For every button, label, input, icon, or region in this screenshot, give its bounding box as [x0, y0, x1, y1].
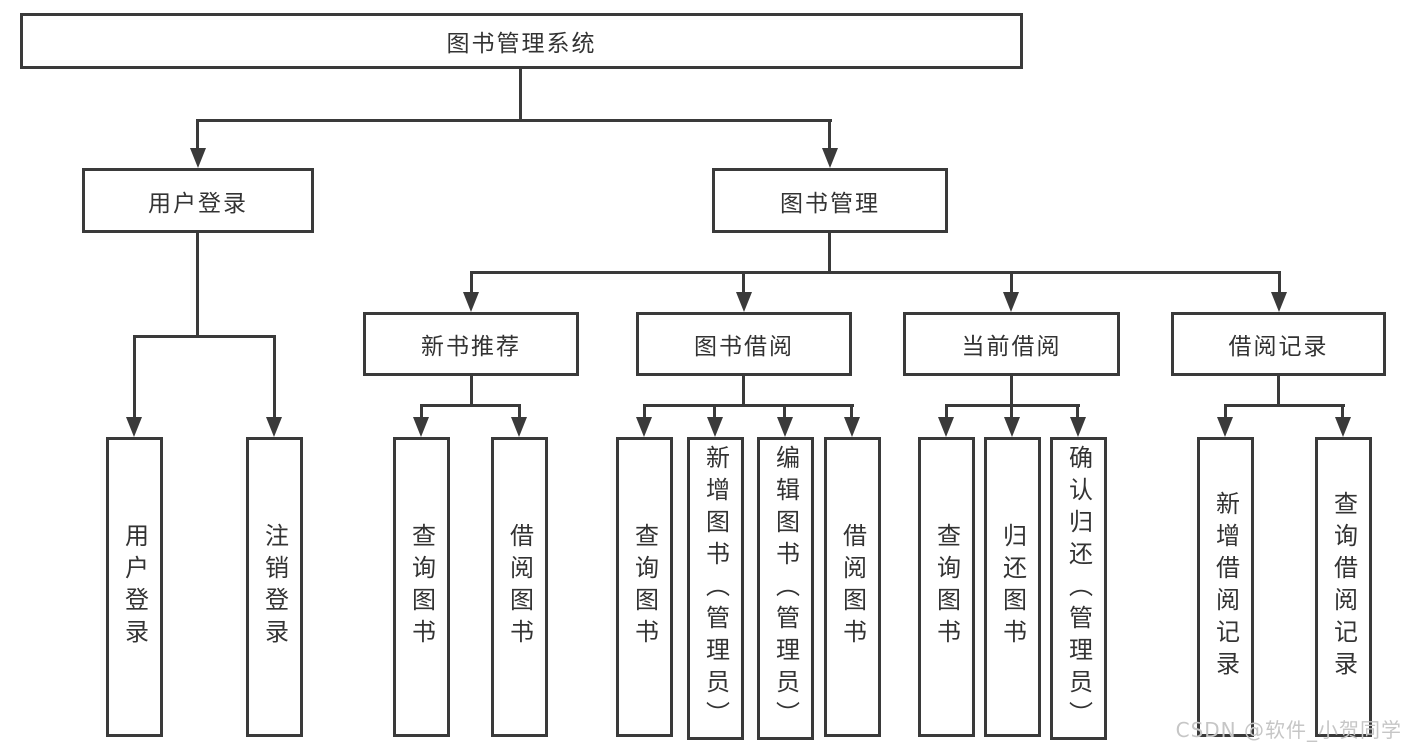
connector-drop-query-books-2: [643, 404, 646, 419]
connector-drop-borrow-books-2: [850, 404, 853, 419]
leaf-edit-book-admin-label: 编辑图书（管理员）: [771, 444, 800, 733]
connector-drop-leaf-user-login: [133, 335, 136, 419]
connector-drop-current-borrow: [1010, 271, 1013, 294]
node-borrow-records: 借阅记录: [1171, 312, 1386, 376]
leaf-query-borrow-record: 查询借阅记录: [1315, 437, 1372, 737]
leaf-user-login-label: 用户登录: [120, 523, 149, 651]
node-book-borrow-label: 图书借阅: [694, 334, 794, 360]
node-book-borrow: 图书借阅: [636, 312, 852, 376]
node-book-management-label: 图书管理: [780, 190, 880, 217]
connector-book-borrow-stem: [742, 376, 745, 407]
leaf-borrow-books-1: 借阅图书: [491, 437, 548, 737]
connector-user-login-stem: [196, 233, 199, 337]
node-current-borrow: 当前借阅: [903, 312, 1120, 376]
connector-book-borrow-hbar: [643, 404, 854, 407]
connector-drop-edit-book: [783, 404, 786, 419]
connector-drop-borrow-records: [1278, 271, 1281, 294]
arrowhead-confirm-return: [1070, 417, 1086, 437]
leaf-query-books-3-label: 查询图书: [932, 523, 961, 651]
connector-new-book-stem: [470, 376, 473, 407]
connector-level2-hbar: [470, 271, 1281, 274]
arrowhead-current-borrow: [1003, 292, 1019, 312]
connector-current-borrow-stem: [1010, 376, 1013, 407]
connector-user-login-hbar: [133, 335, 276, 338]
connector-drop-return-book: [1010, 404, 1013, 419]
leaf-borrow-books-2: 借阅图书: [824, 437, 881, 737]
leaf-add-book-admin-label: 新增图书（管理员）: [701, 444, 730, 733]
leaf-logout: 注销登录: [246, 437, 303, 737]
leaf-logout-label: 注销登录: [260, 523, 289, 651]
leaf-query-books-2-label: 查询图书: [630, 523, 659, 651]
node-new-book-recommend-label: 新书推荐: [421, 334, 521, 360]
connector-borrow-records-stem: [1277, 376, 1280, 407]
arrowhead-new-book: [463, 292, 479, 312]
arrowhead-query-books-2: [636, 417, 652, 437]
node-book-management: 图书管理: [712, 168, 948, 233]
connector-root-stem: [519, 68, 522, 121]
node-user-login-label: 用户登录: [148, 190, 248, 217]
connector-drop-add-record: [1224, 404, 1227, 419]
leaf-query-books-1-label: 查询图书: [407, 523, 436, 651]
connector-borrow-records-hbar: [1224, 404, 1345, 407]
arrowhead-return-book: [1004, 417, 1020, 437]
csdn-watermark: CSDN @软件_小贺同学: [1175, 718, 1402, 742]
leaf-confirm-return-admin-label: 确认归还（管理员）: [1064, 444, 1093, 733]
node-user-login: 用户登录: [82, 168, 314, 233]
leaf-add-book-admin: 新增图书（管理员）: [687, 437, 744, 740]
arrowhead-query-books-1: [413, 417, 429, 437]
connector-drop-query-record: [1341, 404, 1344, 419]
leaf-edit-book-admin: 编辑图书（管理员）: [757, 437, 814, 740]
arrowhead-leaf-user-login: [126, 417, 142, 437]
leaf-add-borrow-record: 新增借阅记录: [1197, 437, 1254, 737]
leaf-borrow-books-2-label: 借阅图书: [838, 523, 867, 651]
arrowhead-edit-book: [777, 417, 793, 437]
connector-drop-query-books-1: [420, 404, 423, 419]
leaf-user-login: 用户登录: [106, 437, 163, 737]
connector-drop-book-borrow: [742, 271, 745, 294]
arrowhead-query-record: [1335, 417, 1351, 437]
arrowhead-book-borrow: [736, 292, 752, 312]
arrowhead-borrow-books-2: [844, 417, 860, 437]
connector-level1-hbar: [197, 119, 832, 122]
leaf-query-books-3: 查询图书: [918, 437, 975, 737]
node-root-label: 图书管理系统: [446, 31, 597, 57]
leaf-add-borrow-record-label: 新增借阅记录: [1211, 491, 1240, 683]
connector-drop-borrow-books-1: [518, 404, 521, 419]
leaf-query-books-2: 查询图书: [616, 437, 673, 737]
connector-drop-new-book: [470, 271, 473, 294]
arrowhead-book-management: [822, 148, 838, 168]
arrowhead-add-record: [1217, 417, 1233, 437]
leaf-return-book-label: 归还图书: [998, 523, 1027, 651]
node-current-borrow-label: 当前借阅: [961, 334, 1062, 360]
arrowhead-borrow-books-1: [511, 417, 527, 437]
arrowhead-query-books-3: [938, 417, 954, 437]
connector-drop-book-management: [828, 119, 831, 150]
leaf-query-books-1: 查询图书: [393, 437, 450, 737]
leaf-query-borrow-record-label: 查询借阅记录: [1329, 491, 1358, 683]
connector-book-management-stem: [828, 233, 831, 273]
connector-drop-add-book: [713, 404, 716, 419]
node-new-book-recommend: 新书推荐: [363, 312, 579, 376]
leaf-confirm-return-admin: 确认归还（管理员）: [1050, 437, 1107, 740]
connector-drop-user-login: [196, 119, 199, 150]
connector-drop-confirm-return: [1076, 404, 1079, 419]
leaf-borrow-books-1-label: 借阅图书: [505, 523, 534, 651]
arrowhead-leaf-logout: [266, 417, 282, 437]
arrowhead-borrow-records: [1271, 292, 1287, 312]
connector-drop-leaf-logout: [273, 335, 276, 419]
node-root: 图书管理系统: [20, 13, 1023, 69]
arrowhead-user-login: [190, 148, 206, 168]
connector-new-book-hbar: [420, 404, 521, 407]
arrowhead-add-book: [707, 417, 723, 437]
leaf-return-book: 归还图书: [984, 437, 1041, 737]
connector-drop-query-books-3: [945, 404, 948, 419]
node-borrow-records-label: 借阅记录: [1228, 334, 1329, 360]
